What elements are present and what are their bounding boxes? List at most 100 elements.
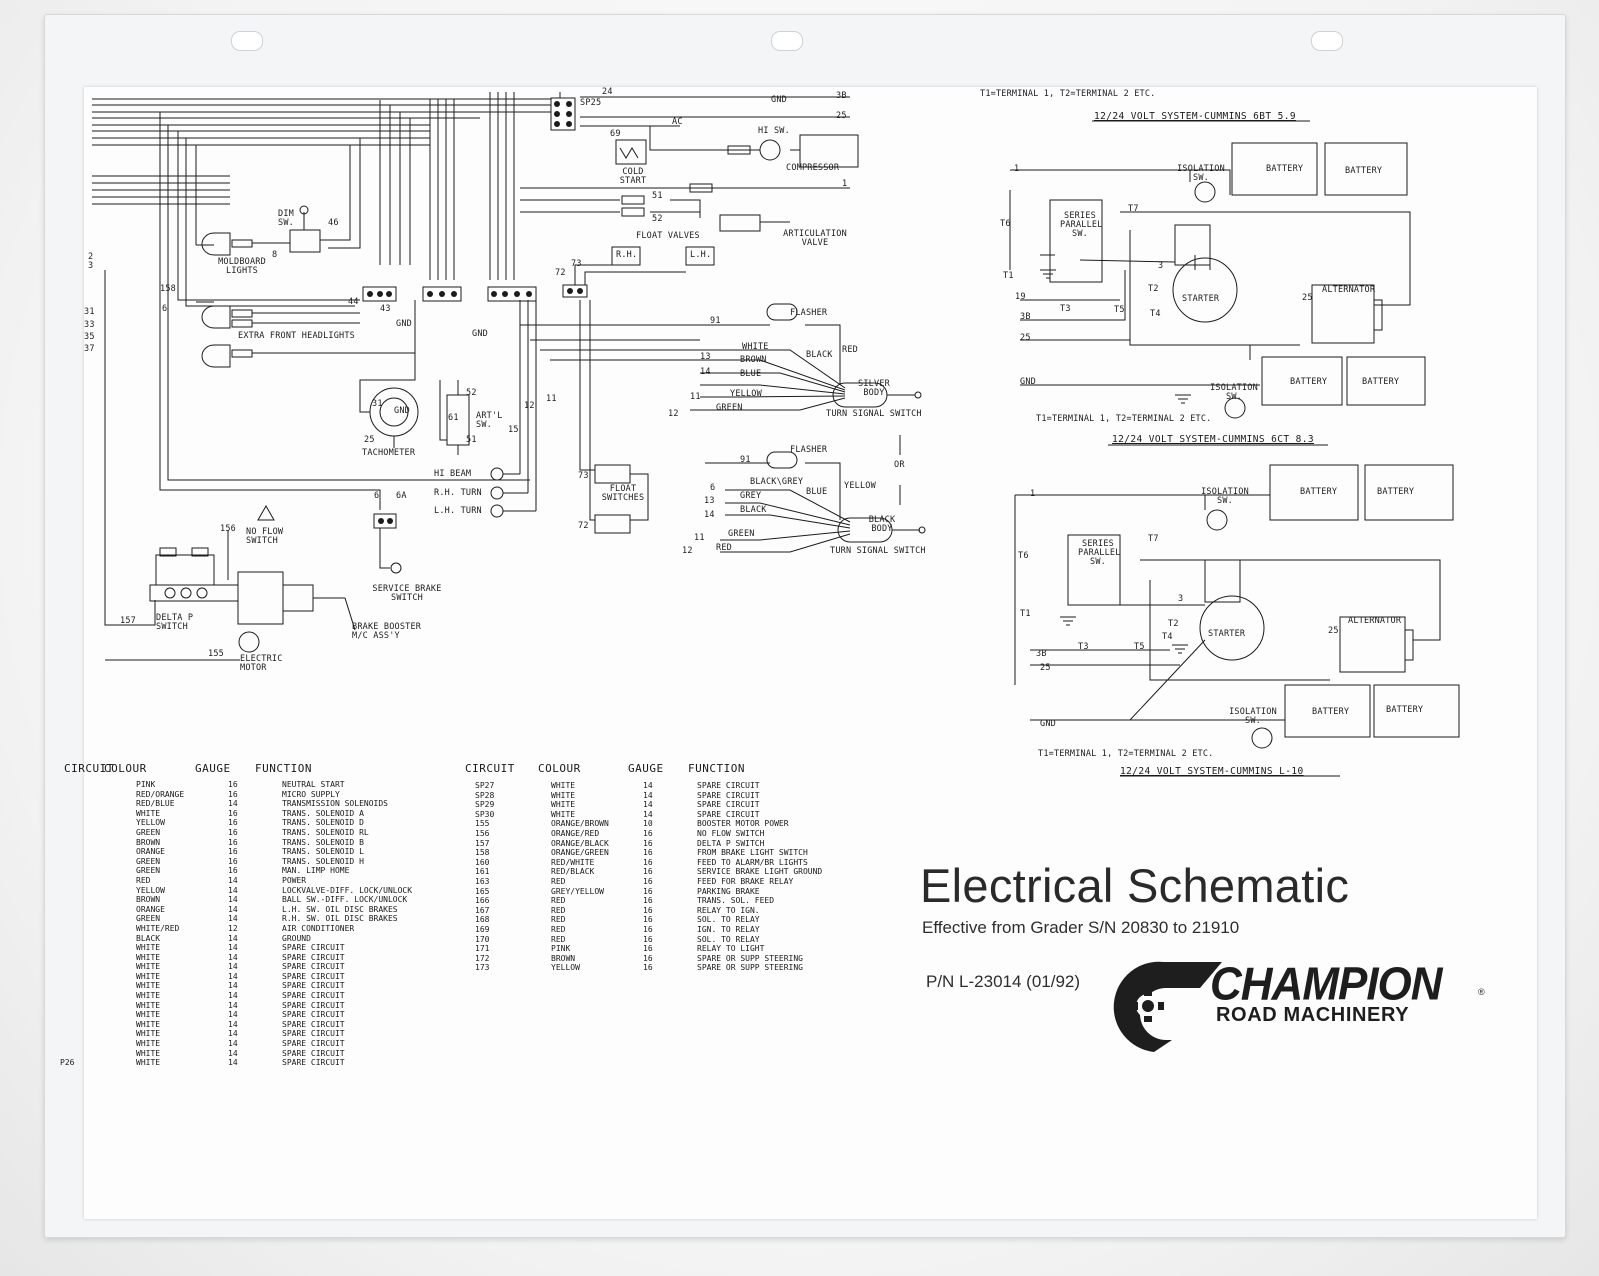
t3-label-1: T3	[1060, 304, 1071, 314]
colour-cell: WHITE	[136, 1000, 161, 1010]
circuit-cell	[60, 914, 136, 924]
gauge-cell: 14	[228, 895, 238, 905]
circuit-cell	[60, 886, 136, 896]
colour-cell: WHITE	[136, 971, 161, 981]
gauge-cell: 16	[643, 838, 653, 848]
function-cell: SOL. TO RELAY	[697, 934, 760, 944]
colour-cell: RED	[551, 896, 566, 906]
colour-cell: RED	[551, 876, 566, 886]
label-gnd: GND	[771, 95, 787, 105]
label-wire-6: 6	[162, 304, 168, 314]
function-cell: NO FLOW SWITCH	[697, 828, 765, 838]
wire-1-label-1: 1	[1014, 164, 1020, 174]
function-cell: SPARE CIRCUIT	[282, 971, 345, 981]
function-cell: RELAY TO LIGHT	[697, 944, 765, 954]
label-edge-33: 33	[84, 320, 95, 330]
gauge-cell: 14	[228, 933, 238, 943]
label-wire-43: 43	[380, 304, 391, 314]
series-parallel-sw-label-1: SERIES PARALLEL SW.	[1060, 211, 1103, 239]
registered-mark: ®	[1478, 987, 1485, 997]
label-wire-12-art: 12	[524, 401, 535, 411]
label-wire-25: 25	[836, 111, 847, 121]
label-compressor: COMPRESSOR	[786, 163, 840, 173]
label-wire-69: 69	[610, 129, 621, 139]
label-wire-8: 8	[272, 250, 278, 260]
colour-cell: WHITE	[136, 962, 161, 972]
label-dim-sw: DIM SW.	[278, 209, 294, 228]
gauge-cell: 16	[643, 857, 653, 867]
label-black-2: BLACK	[740, 505, 767, 515]
function-cell: FROM BRAKE LIGHT SWITCH	[697, 848, 808, 858]
function-cell: TRANS. SOLENOID L	[282, 847, 364, 857]
t4-label-3: T4	[1162, 632, 1173, 642]
tachometer-gauge	[359, 300, 470, 455]
label-wire-158: 158	[160, 284, 176, 294]
colour-cell: RED	[551, 924, 566, 934]
gauge-cell: 16	[643, 953, 653, 963]
label-gnd-tach: GND	[394, 406, 410, 416]
function-cell: NEUTRAL START	[282, 780, 345, 789]
caption-6ct: 12/24 VOLT SYSTEM-CUMMINS 6CT 8.3	[1112, 434, 1314, 445]
gauge-cell: 14	[228, 1029, 238, 1039]
page-subtitle: Effective from Grader S/N 20830 to 21910	[922, 918, 1240, 937]
label-edge-3: 3	[88, 261, 94, 271]
wire-1-label-3: 1	[1030, 489, 1036, 499]
circuit-cell: 163	[475, 876, 490, 886]
label-black-grey: BLACK\GREY	[750, 477, 804, 487]
gauge-cell: 16	[228, 789, 238, 799]
function-cell: SPARE OR SUPP STEERING	[697, 953, 803, 963]
label-wire-13-ts: 13	[704, 496, 715, 506]
terminal-note-2: T1=TERMINAL 1, T2=TERMINAL 2 ETC.	[1036, 414, 1212, 424]
alternator-label-3: ALTERNATOR	[1348, 616, 1402, 626]
label-wire-73-sw: 73	[578, 471, 589, 481]
gauge-cell: 14	[228, 952, 238, 962]
label-edge-2: 2	[88, 252, 94, 262]
colour-cell: BROWN	[551, 953, 576, 963]
wire-3b-label-3: 3B	[1036, 649, 1047, 659]
label-electric-motor: ELECTRIC MOTOR	[240, 654, 283, 673]
label-wire-11-art: 11	[546, 394, 557, 404]
colour-cell: BROWN	[136, 837, 161, 847]
function-cell: POWER	[282, 875, 307, 885]
label-hi-sw: HI SW.	[758, 126, 790, 136]
battery-system-l10	[1014, 464, 1460, 749]
wire-25b-label-1: 25	[1302, 293, 1313, 303]
gauge-cell: 16	[643, 828, 653, 838]
part-number: P/N L-23014 (01/92)	[926, 972, 1081, 991]
function-cell: SPARE CIRCUIT	[282, 952, 345, 962]
gauge-cell: 16	[228, 808, 238, 818]
function-cell: SPARE CIRCUIT	[282, 1010, 345, 1020]
label-wire-91: 91	[710, 316, 721, 326]
label-lh-valve: L.H.	[690, 250, 712, 260]
circuit-cell: 168	[475, 915, 490, 925]
function-cell: SPARE CIRCUIT	[282, 1019, 345, 1029]
label-wire-51: 51	[652, 191, 663, 201]
circuit-cell	[60, 962, 136, 972]
function-cell: BALL SW.-DIFF. LOCK/UNLOCK	[282, 895, 408, 905]
label-brake-booster: BRAKE BOOSTER M/C ASS'Y	[352, 622, 422, 641]
caption-6bt: 12/24 VOLT SYSTEM-CUMMINS 6BT 5.9	[1094, 111, 1296, 122]
t2-label-3: T2	[1168, 619, 1179, 629]
label-red: RED	[842, 345, 858, 355]
label-wire-14: 14	[700, 367, 711, 377]
circuit-cell: SP27	[475, 781, 495, 790]
t7-label-3: T7	[1148, 534, 1159, 544]
turn-signal-switch-black	[705, 435, 926, 553]
label-articulation-valve: ARTICULATION VALVE	[783, 229, 847, 248]
function-cell: SPARE CIRCUIT	[282, 981, 345, 991]
label-yellow-2: YELLOW	[844, 481, 876, 491]
function-cell: SPARE CIRCUIT	[282, 962, 345, 972]
